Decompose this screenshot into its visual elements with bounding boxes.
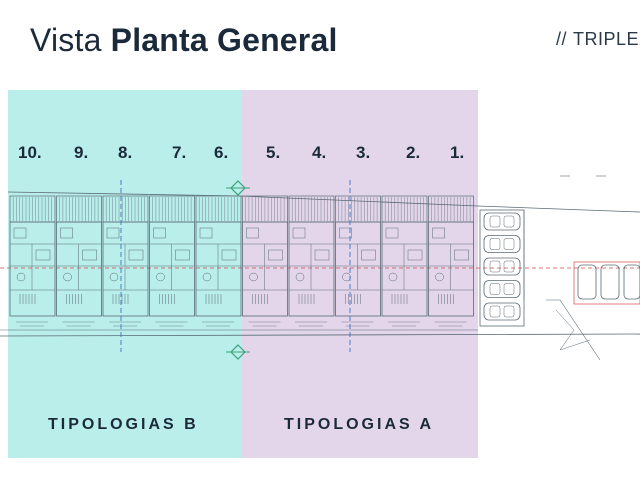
- project-slashes: //: [556, 29, 568, 49]
- unit-module: [9, 195, 56, 327]
- unit-number-5: 5.: [266, 143, 281, 162]
- unit-number-8: 8.: [118, 143, 133, 162]
- parked-car: [483, 235, 521, 253]
- page-title: Vista Planta General: [30, 22, 338, 59]
- zone-label-a: TIPOLOGIAS A: [284, 416, 435, 433]
- right-parking: [523, 175, 640, 361]
- unit-module: [242, 195, 288, 327]
- unit-number-7: 7.: [172, 143, 187, 162]
- unit-module: [56, 195, 102, 327]
- unit-module: [335, 195, 381, 327]
- section-marker-bottom: [226, 344, 250, 360]
- site-boundary-top: [7, 191, 640, 213]
- parking-area: [479, 209, 525, 327]
- unit-modules: [9, 195, 474, 327]
- parked-car: [483, 302, 521, 321]
- parked-car: [483, 280, 521, 298]
- zone-tipologias-a: [242, 90, 478, 458]
- unit-number-6: 6.: [214, 143, 229, 162]
- section-marker-top: [226, 180, 250, 196]
- unit-module: [195, 195, 242, 327]
- zone-label-b: TIPOLOGIAS B: [48, 416, 199, 433]
- unit-module: [381, 195, 428, 327]
- unit-number-3: 3.: [356, 143, 371, 162]
- title-prefix: Vista: [30, 22, 102, 58]
- unit-number-9: 9.: [74, 143, 89, 162]
- unit-number-1: 1.: [450, 143, 465, 162]
- site-boundary-bottom: [0, 333, 640, 337]
- project-name: TRIPLEX: [573, 29, 640, 49]
- unit-number-4: 4.: [312, 143, 327, 162]
- unit-number-2: 2.: [406, 143, 421, 162]
- project-label: //TRIPLEX: [556, 29, 640, 50]
- unit-module: [428, 195, 474, 327]
- parked-car: [483, 257, 521, 276]
- title-bold: Planta General: [110, 22, 338, 58]
- unit-module: [102, 195, 149, 327]
- unit-module: [149, 195, 195, 327]
- unit-module: [288, 195, 335, 327]
- parked-car: [483, 212, 521, 231]
- unit-number-10: 10.: [18, 143, 42, 162]
